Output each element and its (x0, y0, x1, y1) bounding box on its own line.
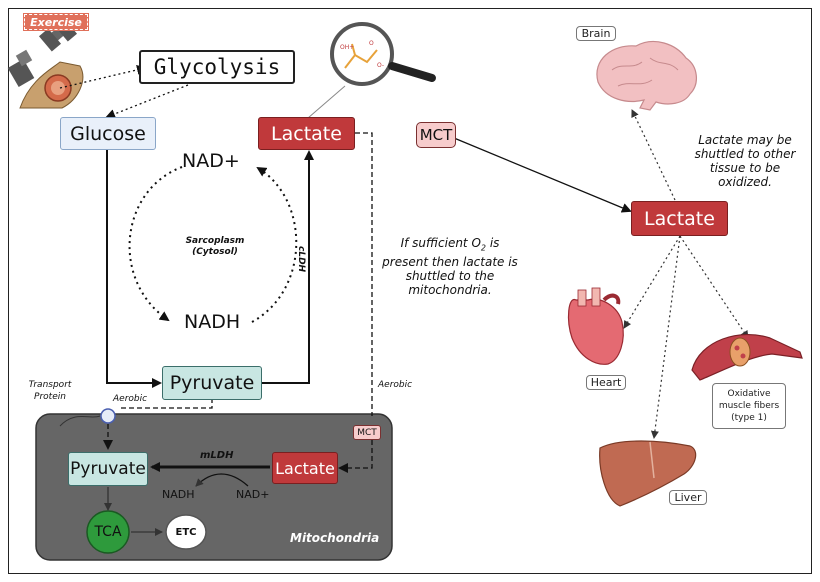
sufficient-o2-note: If sufficient O2 is present then lactate… (382, 236, 518, 298)
liver-tag: Liver (669, 490, 707, 505)
heart-icon (567, 287, 624, 365)
lactate-cytosol-box: Lactate (258, 117, 355, 150)
nad-plus-label: NAD+ (182, 150, 240, 172)
mct-top-box: MCT (416, 122, 456, 148)
muscle-fiber-icon (691, 334, 803, 381)
molecule-o-bottom-label: O- (377, 62, 385, 69)
mct-mito-box: MCT (353, 425, 381, 440)
magnifier-icon (307, 22, 436, 119)
mito-nad-plus-label: NAD+ (236, 488, 270, 501)
molecule-o-top-label: O (369, 40, 374, 47)
exercise-arm-icon (19, 61, 84, 109)
pyruvate-cytosol-box: Pyruvate (162, 366, 262, 400)
figure-frame (8, 8, 812, 574)
cldh-label: cLDH (296, 246, 306, 273)
tca-circle (86, 510, 130, 554)
glycolysis-box: Glycolysis (139, 50, 295, 84)
aerobic-right-label: Aerobic (378, 380, 413, 390)
lactate-mito-box: Lactate (272, 452, 338, 484)
mldh-label: mLDH (200, 450, 234, 461)
transport-protein-icon (100, 408, 116, 424)
sarcoplasm-label: Sarcoplasm (Cytosol) (185, 236, 245, 257)
exercise-label: Exercise (23, 13, 89, 31)
brain-tag: Brain (576, 26, 616, 41)
lactate-blood-box: Lactate (631, 201, 728, 236)
shuttle-note: Lactate may be shuttled to other tissue … (694, 133, 796, 189)
molecule-oh-label: OH+ (340, 44, 355, 51)
glucose-box: Glucose (60, 117, 156, 150)
aerobic-left-label: Aerobic (113, 394, 148, 404)
liver-icon (599, 440, 697, 507)
mitochondria-label: Mitochondria (290, 531, 380, 545)
brain-icon (596, 41, 697, 111)
pyruvate-mito-box: Pyruvate (68, 452, 148, 486)
transport-protein-label: Transport Protein (28, 380, 72, 402)
heart-tag: Heart (586, 375, 626, 390)
etc-ellipse (165, 514, 207, 550)
etc-label: ETC (175, 526, 197, 538)
nadh-label: NADH (184, 311, 241, 333)
oxidative-muscle-tag: Oxidative muscle fibers (type 1) (712, 383, 786, 429)
mito-nadh-label: NADH (162, 488, 195, 501)
tca-label: TCA (94, 524, 122, 540)
